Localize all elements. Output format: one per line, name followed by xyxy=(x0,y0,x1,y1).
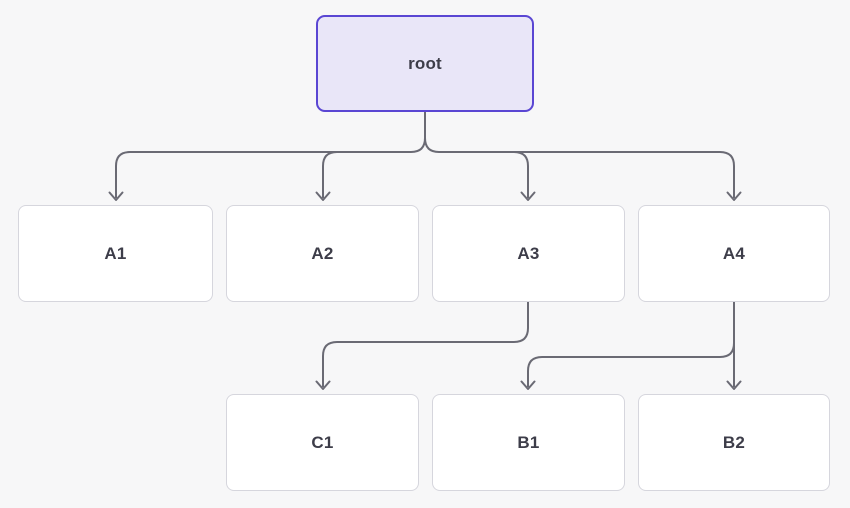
edge-a4-b2-arrowhead xyxy=(726,380,742,390)
node-root[interactable]: root xyxy=(316,15,534,112)
node-a1-label: A1 xyxy=(104,243,127,263)
node-a3[interactable]: A3 xyxy=(432,205,625,302)
edge-root-a3-arrowhead xyxy=(520,191,536,201)
node-b1-label: B1 xyxy=(517,432,540,452)
edge-root-a4 xyxy=(424,112,735,198)
node-c1-label: C1 xyxy=(311,432,334,452)
node-c1[interactable]: C1 xyxy=(226,394,419,491)
node-b2-label: B2 xyxy=(722,432,746,452)
node-a1[interactable]: A1 xyxy=(18,205,213,302)
edge-root-a1 xyxy=(115,112,426,198)
edge-a4-b1 xyxy=(527,342,735,387)
node-a2[interactable]: A2 xyxy=(226,205,419,302)
edge-root-a2 xyxy=(322,151,338,198)
edge-root-a1-arrowhead xyxy=(108,191,124,201)
edge-a3-c1-arrowhead xyxy=(315,380,331,390)
node-root-label: root xyxy=(408,53,442,73)
edge-root-a4-arrowhead xyxy=(726,191,742,201)
node-a3-label: A3 xyxy=(517,243,540,263)
edge-a3-c1 xyxy=(322,302,529,387)
node-a4-label: A4 xyxy=(722,243,746,263)
edge-a4-b1-arrowhead xyxy=(520,380,536,390)
node-b1[interactable]: B1 xyxy=(432,394,625,491)
node-a2-label: A2 xyxy=(311,243,334,263)
edge-root-a2-arrowhead xyxy=(315,191,331,201)
node-b2[interactable]: B2 xyxy=(638,394,830,491)
node-a4[interactable]: A4 xyxy=(638,205,830,302)
edge-root-a3 xyxy=(513,151,529,198)
